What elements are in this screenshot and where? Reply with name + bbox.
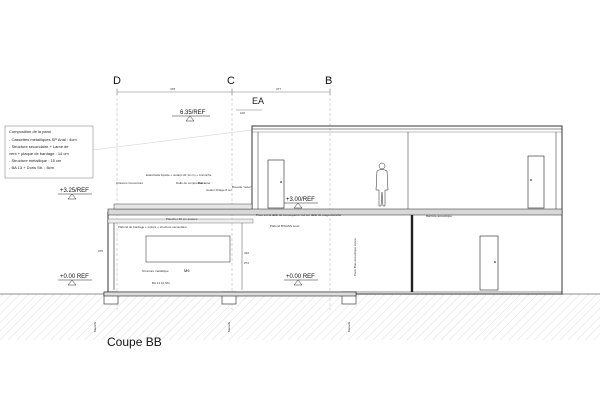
level-ground-right: +0.00 REF — [284, 274, 318, 286]
level-triangle-icon — [293, 279, 303, 286]
annotation-slab-compression: Dalle de compression — [176, 181, 205, 185]
composition-leader — [92, 129, 253, 151]
ground-hatch — [0, 294, 600, 340]
section-marker-ea: EA — [252, 96, 264, 106]
annotation-brick: Bouette "acier" — [232, 185, 252, 189]
axis-lines — [116, 88, 331, 310]
door-upper-right[interactable] — [527, 155, 545, 209]
dim-ea-offset: 100 — [240, 111, 245, 115]
annotation-acoustic-insulation: Isolant Filtage 8 cm — [206, 188, 233, 192]
dim-mid-2: 272 — [244, 261, 249, 265]
annotation-steel-deck: Bac acier — [198, 181, 211, 185]
level-roof: 6.35/REF — [172, 110, 210, 122]
annotation-plaster-ceiling: Plafond de bardage + isolant + structure… — [118, 225, 187, 229]
foundation-label-right: Massifs — [347, 321, 351, 332]
building-section — [107, 125, 563, 295]
suspended-ceiling — [107, 218, 254, 224]
foundation-label-left: Massifs — [93, 321, 97, 332]
annotation-mezzanine-note: Pose sur la dalle de consequent / sol su… — [256, 213, 342, 217]
level-triangle-icon — [67, 193, 77, 200]
axis-label-d: D — [113, 75, 121, 87]
composition-box: Composition de la paroi - Cassettes méta… — [4, 125, 94, 179]
floor-slab — [107, 208, 563, 216]
level-upper-right-label: +3.00/REF — [286, 197, 315, 203]
annotation-ba-panel: BA 13 10 SM — [152, 281, 170, 285]
drawing-title: Coupe BB — [107, 335, 162, 349]
annotation-steel-structure: Structure métallique — [142, 269, 169, 273]
level-roof-label: 6.35/REF — [180, 110, 206, 116]
foundation-label-middle: Massifs — [227, 321, 231, 332]
composition-line: - Cassettes métalliques SP Anal : 4cm — [9, 137, 77, 142]
dim-mid: 316 — [244, 251, 249, 255]
level-upper-right: +3.00/REF — [284, 197, 318, 209]
composition-line: - Structure secondaire + Lame de — [9, 144, 69, 149]
composition-heading: Composition de la paroi — [9, 129, 51, 134]
level-ground-left-label: +0.00 REF — [60, 274, 89, 280]
level-triangle-icon — [185, 115, 195, 122]
dim-height-left: 375 — [98, 249, 103, 253]
composition-line: vent + plaque de bardage : 14 cm — [9, 151, 69, 156]
level-triangle-icon — [67, 279, 77, 286]
window-m6: M6 — [145, 235, 231, 273]
dim-c-b: 377 — [276, 87, 281, 91]
annotation-gutter: Cloisons Couverture — [116, 181, 144, 185]
annotation-floor-slab: Plancher 20 cm anaxec — [166, 217, 198, 221]
axis-label-c: C — [227, 75, 235, 87]
annotation-acoustic-partition: Paroi Bois acoustique cuivre — [353, 238, 357, 276]
human-figure-icon — [375, 162, 389, 207]
foundations — [103, 291, 357, 305]
terrace-slab — [113, 203, 253, 210]
top-dimension-line — [116, 89, 331, 95]
composition-line: - BA 13 + Doris Str. : 8cm — [9, 165, 55, 170]
level-ground-left: +0.00 REF — [58, 274, 92, 286]
annotation-floor-finish: Plafond B/SANS sourl — [270, 224, 300, 228]
level-upper-left: +3.25/REF — [58, 188, 92, 200]
level-ground-right-label: +0.00 REF — [286, 274, 315, 280]
composition-line: - Structure métallique : 15 cm — [9, 158, 62, 163]
axis-label-b: B — [325, 75, 332, 87]
annotation-acoustic-barrier: Barrière acoustique — [426, 214, 452, 218]
door-upper-left[interactable] — [267, 159, 285, 209]
room-label-m6: M6 — [184, 268, 190, 273]
door-lower-right[interactable] — [479, 235, 499, 291]
level-triangle-icon — [293, 202, 303, 209]
annotation-insulation: Etanchéité liquide + isolant LR 12 cm + … — [146, 173, 212, 177]
level-upper-left-label: +3.25/REF — [60, 188, 89, 194]
dim-d-c: 478 — [170, 87, 175, 91]
